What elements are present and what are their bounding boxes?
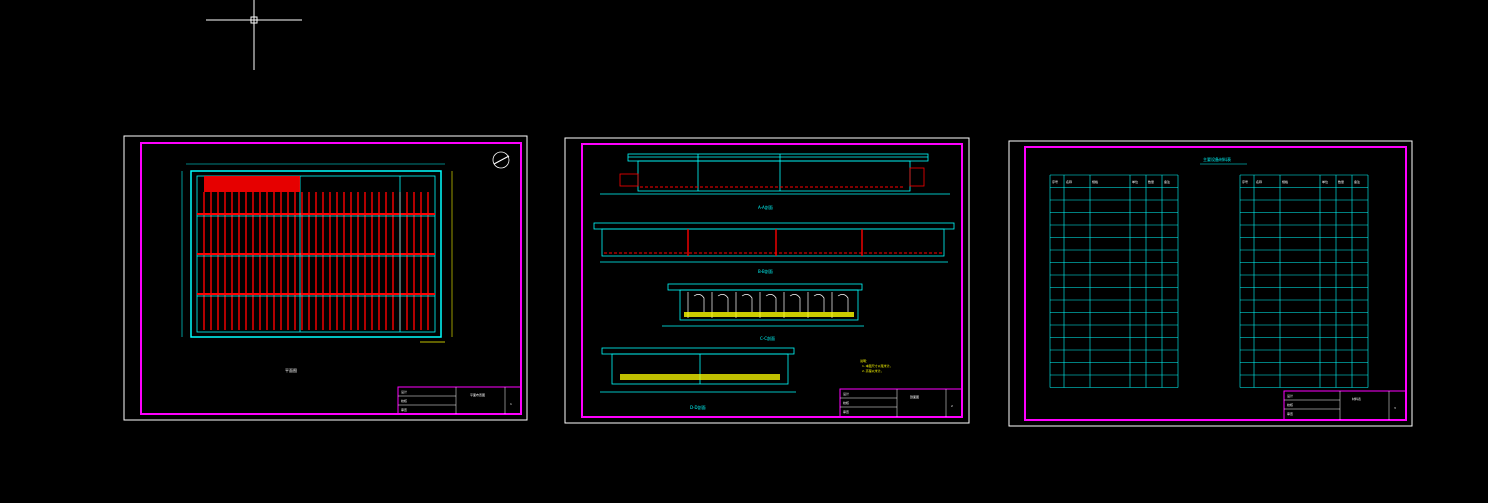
table-title: 主要设备材料表 xyxy=(1203,156,1231,162)
section-c-c[interactable] xyxy=(662,283,864,327)
section-title: A-A剖面 xyxy=(758,204,773,210)
table-header-cell: 单位 xyxy=(1322,179,1328,184)
sheet-outer-frame xyxy=(1008,140,1413,427)
tb-sheet-no: 1 xyxy=(510,402,512,406)
notes-block: 说明： 1.本图尺寸以毫米计。 2.高程以米计。 xyxy=(860,358,893,373)
sheet-outer-frame xyxy=(564,137,970,424)
table-header-cell: 规格 xyxy=(1092,179,1098,184)
table-header-cell: 规格 xyxy=(1282,179,1288,184)
table-header-cell: 备注 xyxy=(1354,179,1360,184)
drawing-sheet-sections[interactable]: A-A剖面 B-B剖面 C-C剖面 D-D xyxy=(564,137,970,424)
tb-drawing-title: 平面布置图 xyxy=(470,392,485,397)
tb-row-label: 校核 xyxy=(843,400,849,405)
outlet-pipe xyxy=(693,294,705,312)
crosshair-cursor-icon xyxy=(206,0,302,70)
outlet-pipe xyxy=(741,294,753,312)
table-header-cell: 序号 xyxy=(1242,179,1248,184)
section-title: C-C剖面 xyxy=(760,335,775,341)
outlet-pipe xyxy=(837,294,849,312)
table-header-cell: 备注 xyxy=(1164,179,1170,184)
tb-drawing-title: 剖面图 xyxy=(910,394,919,399)
note-line: 1.本图尺寸以毫米计。 xyxy=(862,363,893,368)
tb-row-label: 设计 xyxy=(401,389,407,394)
drawing-sheet-plan[interactable]: 平面图 设计 校核 审查 平面布置图 1 xyxy=(123,135,528,421)
outlet-pipe xyxy=(789,294,801,312)
tb-row-label: 设计 xyxy=(843,391,849,396)
sheet-inner-frame xyxy=(140,142,522,415)
section-title: D-D剖面 xyxy=(690,404,706,410)
sheet-inner-frame xyxy=(581,143,963,418)
table-header-cell: 名称 xyxy=(1256,179,1262,184)
title-block: 设计 校核 审查 平面布置图 1 xyxy=(397,386,522,415)
tb-row-label: 校核 xyxy=(401,398,407,403)
tb-row-label: 审查 xyxy=(401,407,407,412)
tb-sheet-no: 3 xyxy=(1394,406,1396,410)
sheet-inner-frame xyxy=(1024,146,1407,421)
outlet-pipe xyxy=(717,294,729,312)
outlet-pipe xyxy=(765,294,777,312)
tb-row-label: 校核 xyxy=(1287,402,1293,407)
table-header-cell: 名称 xyxy=(1066,179,1072,184)
note-line: 2.高程以米计。 xyxy=(862,368,884,373)
tb-sheet-no: 2 xyxy=(951,404,953,408)
plan-dense-pipes xyxy=(204,176,300,192)
tb-row-label: 审查 xyxy=(1287,411,1293,416)
table-header-cell: 数量 xyxy=(1338,179,1344,184)
table-header-cell: 单位 xyxy=(1132,179,1138,184)
tb-drawing-title: 材料表 xyxy=(1352,396,1361,401)
section-title: B-B剖面 xyxy=(758,268,773,274)
outlet-pipe xyxy=(813,294,825,312)
plan-view[interactable] xyxy=(181,151,510,343)
tb-row-label: 设计 xyxy=(1287,393,1293,398)
section-a-a[interactable] xyxy=(600,153,950,195)
title-block: 设计 校核 审查 剖面图 2 xyxy=(839,388,963,418)
materials-table-left[interactable]: 序号 名称 规格 单位 数量 备注 xyxy=(1049,174,1179,388)
section-d-d[interactable] xyxy=(600,347,796,393)
drawing-sheet-table[interactable]: 主要设备材料表 序号 名称 规格 单位 数量 备注 序号 名称 规格 单位 数量 备注 设计 校核 … xyxy=(1008,140,1413,427)
tb-row-label: 审查 xyxy=(843,409,849,414)
materials-table-right[interactable]: 序号 名称 规格 单位 数量 备注 xyxy=(1239,174,1369,388)
section-b-b[interactable] xyxy=(593,222,955,263)
note-line: 说明： xyxy=(860,358,869,363)
title-block: 设计 校核 审查 材料表 3 xyxy=(1283,390,1407,421)
sheet-outer-frame xyxy=(123,135,528,421)
table-header-cell: 数量 xyxy=(1148,179,1154,184)
north-arrow-icon xyxy=(492,151,510,169)
table-header-cell: 序号 xyxy=(1052,179,1058,184)
plan-view-title: 平面图 xyxy=(285,367,297,373)
